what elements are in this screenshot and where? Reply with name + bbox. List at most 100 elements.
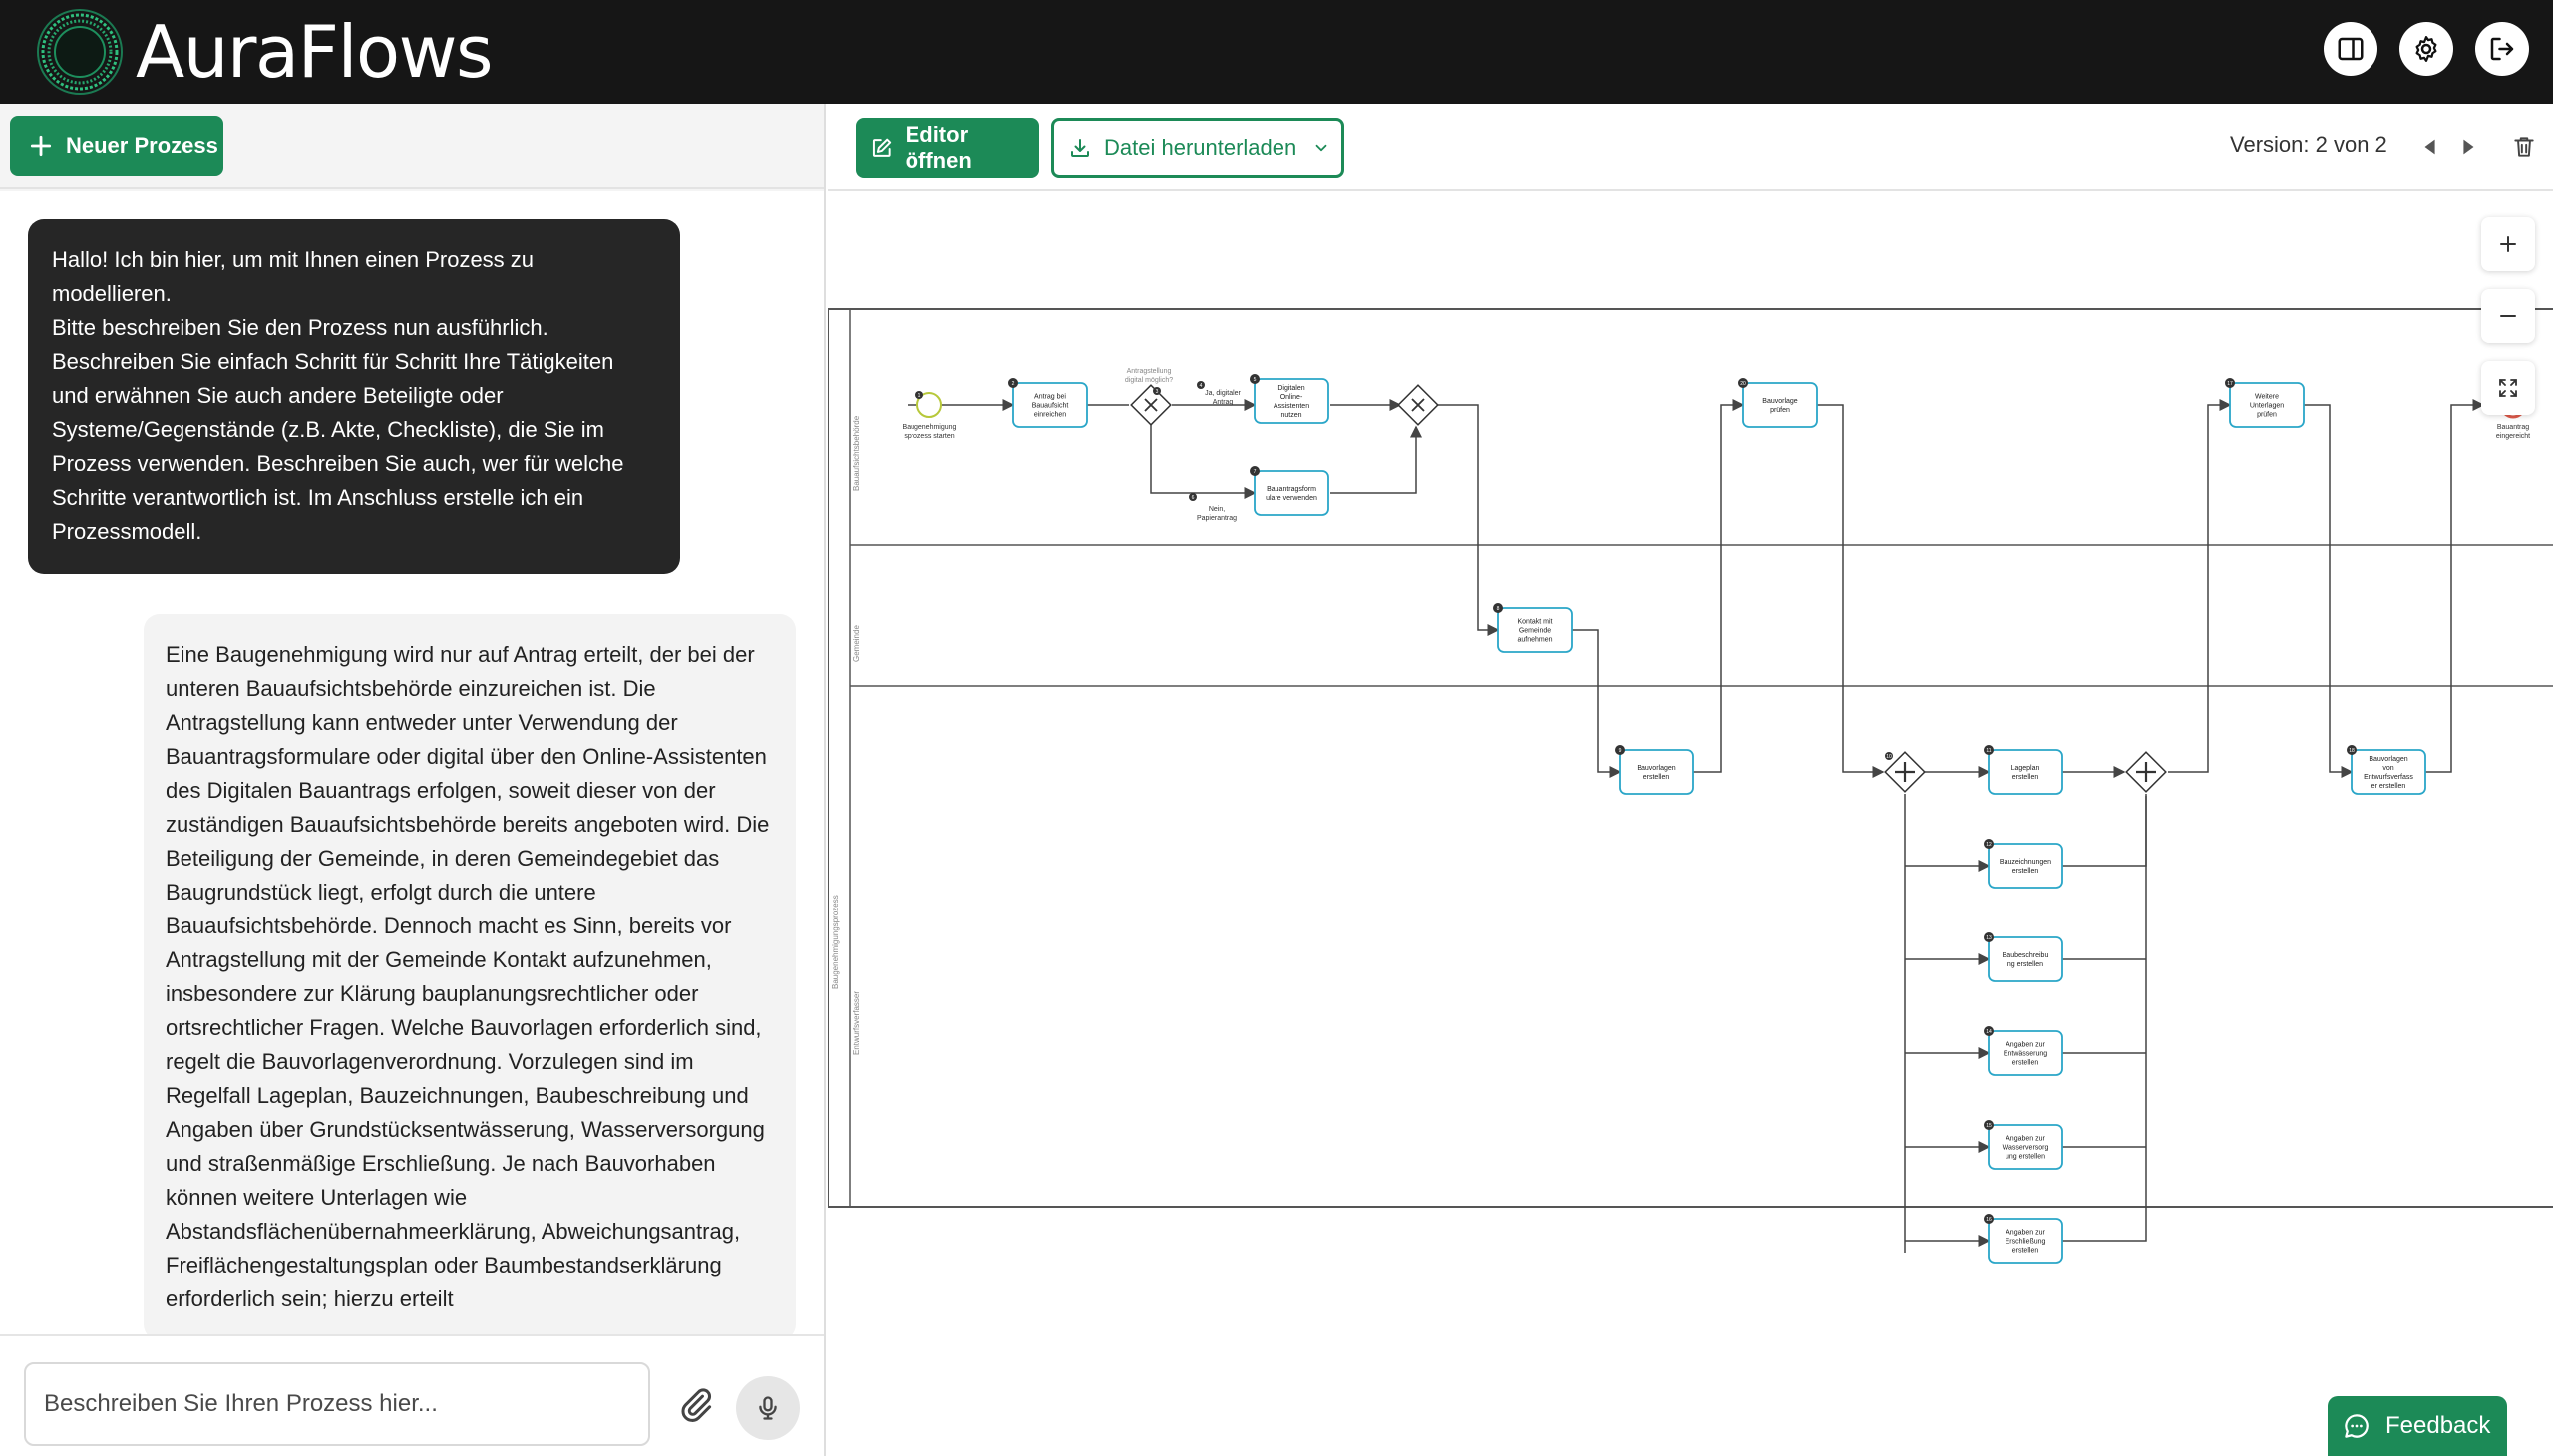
open-editor-label: Editor öffnen [905, 122, 972, 173]
gear-icon [2415, 36, 2437, 62]
task-badge: 7 [1254, 469, 1257, 475]
fit-view-button[interactable] [2481, 361, 2535, 415]
parallel-gateway-split[interactable]: 10 [1884, 751, 1926, 793]
trash-icon[interactable] [2511, 134, 2537, 160]
sidebar-toggle-icon [2338, 37, 2364, 61]
task-badge: 15 [1986, 1123, 1992, 1129]
svg-text:1: 1 [918, 393, 921, 399]
exclusive-gateway-merge[interactable] [1397, 384, 1439, 426]
feedback-button[interactable]: Feedback [2328, 1396, 2507, 1456]
bpmn-canvas[interactable]: Baugenehmigungsprozess Bauaufsichtsbehör… [828, 191, 2553, 1456]
svg-text:6: 6 [1192, 495, 1195, 501]
zoom-out-button[interactable] [2481, 289, 2535, 343]
next-version-icon[interactable] [2457, 136, 2479, 158]
voice-input-button[interactable] [736, 1376, 800, 1440]
start-event[interactable] [916, 392, 942, 418]
task-badge: 16 [1986, 1217, 1992, 1223]
task-badge: 13 [1986, 935, 1992, 941]
task-badge: 2 [1012, 381, 1015, 387]
user-message-text: Eine Baugenehmigung wird nur auf Antrag … [166, 642, 770, 1311]
download-file-button[interactable]: Datei herunterladen [1051, 118, 1344, 178]
task-badge: 9 [1619, 748, 1622, 754]
bpmn-diagram: Baugenehmigungsprozess Bauaufsichtsbehör… [828, 308, 2553, 1264]
svg-text:3: 3 [1156, 389, 1159, 395]
download-icon [1071, 139, 1089, 157]
task-badge: 20 [1740, 381, 1746, 387]
logout-button[interactable] [2475, 22, 2529, 76]
lane-label-bauaufsicht: Bauaufsichtsbehörde [852, 415, 861, 491]
chat-panel: Neuer Prozess Hallo! Ich bin hier, um mi… [0, 104, 826, 1456]
task-badge: 17 [2227, 381, 2233, 387]
task-badge: 11 [1986, 748, 1991, 754]
edit-icon [872, 138, 892, 157]
paperclip-icon[interactable] [678, 1386, 718, 1426]
previous-version-icon[interactable] [2419, 136, 2441, 158]
sequence-flows [908, 399, 2485, 1253]
process-description-input[interactable] [24, 1362, 650, 1446]
auraflows-logo [37, 9, 123, 95]
lane-label-entwurfsverfasser: Entwurfsverfasser [852, 991, 861, 1055]
lane-label-gemeinde: Gemeinde [852, 625, 861, 662]
flow-label-no: Nein,Papierantrag [1197, 506, 1237, 522]
expand-icon [2499, 379, 2517, 397]
microphone-icon [759, 1396, 777, 1420]
chevron-down-icon [1315, 144, 1327, 152]
brand-name: AuraFlows [136, 10, 493, 94]
logout-icon [2490, 37, 2514, 61]
task-badge: 5 [1254, 377, 1257, 383]
diagram-panel: Editor öffnen Datei herunterladen Versio… [828, 104, 2553, 1456]
parallel-gateway-join[interactable] [2125, 751, 2167, 793]
task-badge: 14 [1986, 1029, 1992, 1035]
settings-button[interactable] [2399, 22, 2453, 76]
new-process-button[interactable]: Neuer Prozess [10, 116, 223, 176]
task-badge: 18 [2349, 748, 2355, 754]
download-file-label: Datei herunterladen [1104, 135, 1297, 160]
user-message: Eine Baugenehmigung wird nur auf Antrag … [144, 614, 796, 1334]
sidebar-toggle-button[interactable] [2324, 22, 2377, 76]
chat-input-area [0, 1334, 824, 1456]
task-badge: 12 [1986, 842, 1992, 848]
chat-toolbar: Neuer Prozess [0, 104, 824, 189]
open-editor-button[interactable]: Editor öffnen [856, 118, 1039, 178]
chat-messages[interactable]: Hallo! Ich bin hier, um mit Ihnen einen … [0, 191, 824, 1334]
feedback-label: Feedback [2385, 1412, 2491, 1439]
task-badge: 8 [1497, 606, 1500, 612]
pool-frame [828, 308, 2553, 1208]
assistant-message-text: Hallo! Ich bin hier, um mit Ihnen einen … [52, 247, 624, 544]
diagram-toolbar: Editor öffnen Datei herunterladen Versio… [828, 104, 2553, 191]
zoom-in-button[interactable] [2481, 217, 2535, 271]
pool-label: Baugenehmigungsprozess [831, 895, 840, 989]
